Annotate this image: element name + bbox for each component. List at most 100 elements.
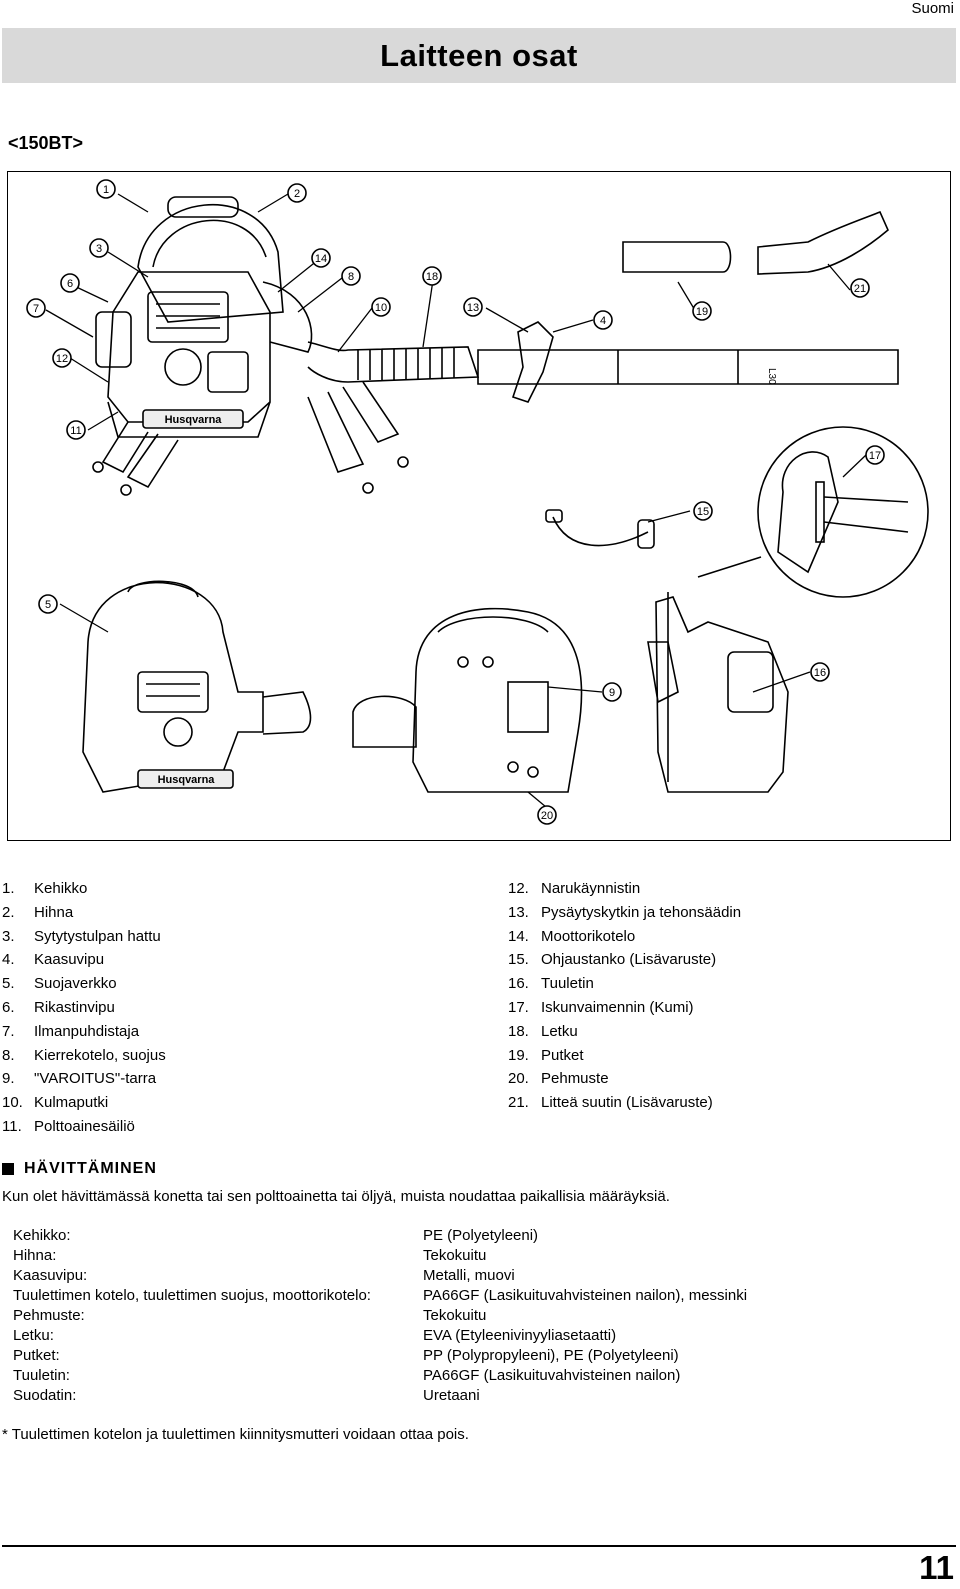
part-number: 17. [508,998,529,1016]
part-label: Rikastinvipu [34,998,115,1016]
material-part: Letku: [13,1327,54,1344]
parts-list-right: 12. Narukäynnistin 13. Pysäytyskytkin ja te… [508,877,741,1115]
disposal-heading-text: HÄVITTÄMINEN [24,1160,157,1177]
part-item: 3. Sytytystulpan hattu [2,925,166,949]
callout-7: 7 [26,298,46,318]
page-title: Laitteen osat [380,37,578,73]
part-label: Pysäytyskytkin ja tehonsäädin [541,903,742,921]
footnote: * Tuulettimen kotelon ja tuulettimen kii… [2,1426,469,1443]
svg-text:16: 16 [814,667,826,679]
svg-text:9: 9 [609,687,615,699]
material-part: Putket: [13,1347,60,1364]
part-item: 18.Letku [508,1020,741,1044]
part-number: 2. [2,903,15,921]
part-number: 7. [2,1022,15,1040]
part-number: 10. [2,1094,23,1112]
disposal-heading: HÄVITTÄMINEN [2,1160,157,1178]
svg-text:19: 19 [696,306,708,318]
part-label: Letku [541,1022,578,1040]
disposal-text: Kun olet hävittämässä konetta tai sen po… [2,1188,670,1205]
part-item: 16.Tuuletin [508,972,741,996]
svg-text:7: 7 [33,303,39,315]
part-number: 8. [2,1046,15,1064]
svg-text:12: 12 [56,353,68,365]
callout-17: 17 [865,445,885,465]
part-number: 3. [2,927,15,945]
part-item: 12. Narukäynnistin [508,877,741,901]
callout-13: 13 [463,297,483,317]
part-label: Kaasuvipu [34,951,105,969]
part-label: Tuuletin [541,975,594,993]
part-number: 12. [508,880,529,897]
parts-diagram-svg: Husqvarna L30 [26,179,929,825]
part-label: Kierrekotelo, suojus [34,1046,166,1064]
part-label: Kehikko [34,880,88,897]
part-number: 14. [508,927,529,945]
pipe-label: L30 [766,368,777,385]
parts-diagram: Husqvarna L30 [7,171,951,841]
callout-1: 1 [96,179,116,199]
svg-text:20: 20 [541,810,553,822]
part-number: 11. [2,1117,22,1135]
part-label: Sytytystulpan hattu [34,927,161,945]
callout-12: 12 [52,348,72,368]
part-label: Putket [541,1046,584,1064]
material-row: Tuulettimen kotelo, tuulettimen suojus, … [13,1286,747,1306]
svg-text:14: 14 [315,253,327,265]
material-row: Kehikko:PE (Polyetyleeni) [13,1226,747,1246]
part-item: 5.Suojaverkko [2,972,166,996]
side-view-drawing [647,592,789,793]
bullet-square-icon [2,1163,14,1175]
part-number: 5. [2,975,15,993]
materials-table: Kehikko:PE (Polyetyleeni)Hihna:Tekokuitu… [13,1226,747,1406]
part-label: Iskunvaimennin (Kumi) [541,998,694,1016]
material-part: Pehmuste: [13,1307,85,1324]
part-item: 9."VAROITUS"-tarra [2,1067,166,1091]
part-item: 11. Polttoainesäiliö [2,1115,166,1139]
callout-20: 20 [537,805,557,825]
callout-16: 16 [810,662,830,682]
detail-circle [697,426,929,598]
part-number: 13. [508,903,529,921]
part-item: 17. Iskunvaimennin (Kumi) [508,996,741,1020]
callouts: 1 2 3 4 5 6 7 8 9 10 11 12 13 14 15 16 1… [26,179,885,825]
callout-6: 6 [60,273,80,293]
svg-text:10: 10 [375,302,387,314]
part-number: 20. [508,1070,529,1088]
part-number: 9. [2,1070,15,1088]
material-value: PA66GF (Lasikuituvahvisteinen nailon) [423,1367,681,1384]
callout-8: 8 [341,266,361,286]
part-item: 20. Pehmuste [508,1067,741,1091]
part-number: 6. [2,998,15,1016]
model-heading: <150BT> [8,133,84,153]
svg-text:2: 2 [294,188,300,200]
brand-label: Husqvarna [165,414,223,426]
part-label: Pehmuste [541,1070,609,1088]
part-number: 21. [508,1094,529,1112]
material-row: Pehmuste:Tekokuitu [13,1306,747,1326]
part-item: 2.Hihna [2,901,166,925]
part-number: 4. [2,951,15,969]
svg-text:1: 1 [103,184,109,196]
svg-text:6: 6 [67,278,73,290]
part-item: 19. Putket [508,1044,741,1068]
part-label: Polttoainesäiliö [34,1117,135,1135]
callout-21: 21 [850,278,870,298]
svg-text:13: 13 [467,302,479,314]
svg-text:15: 15 [697,506,709,518]
callout-5: 5 [38,594,58,614]
callout-18: 18 [422,266,442,286]
callout-15: 15 [693,501,713,521]
material-value: PP (Polypropyleeni), PE (Polyetyleeni) [423,1347,679,1364]
svg-text:4: 4 [600,315,606,327]
material-part: Suodatin: [13,1387,77,1404]
material-row: Tuuletin:PA66GF (Lasikuituvahvisteinen n… [13,1366,747,1386]
part-item: 21.Litteä suutin (Lisävaruste) [508,1091,741,1115]
callout-14: 14 [311,248,331,268]
part-number: 19. [508,1046,529,1064]
part-item: 1.Kehikko [2,877,166,901]
part-label: Narukäynnistin [541,880,641,897]
svg-text:21: 21 [854,283,866,295]
part-item: 13. Pysäytyskytkin ja tehonsäädin [508,901,741,925]
